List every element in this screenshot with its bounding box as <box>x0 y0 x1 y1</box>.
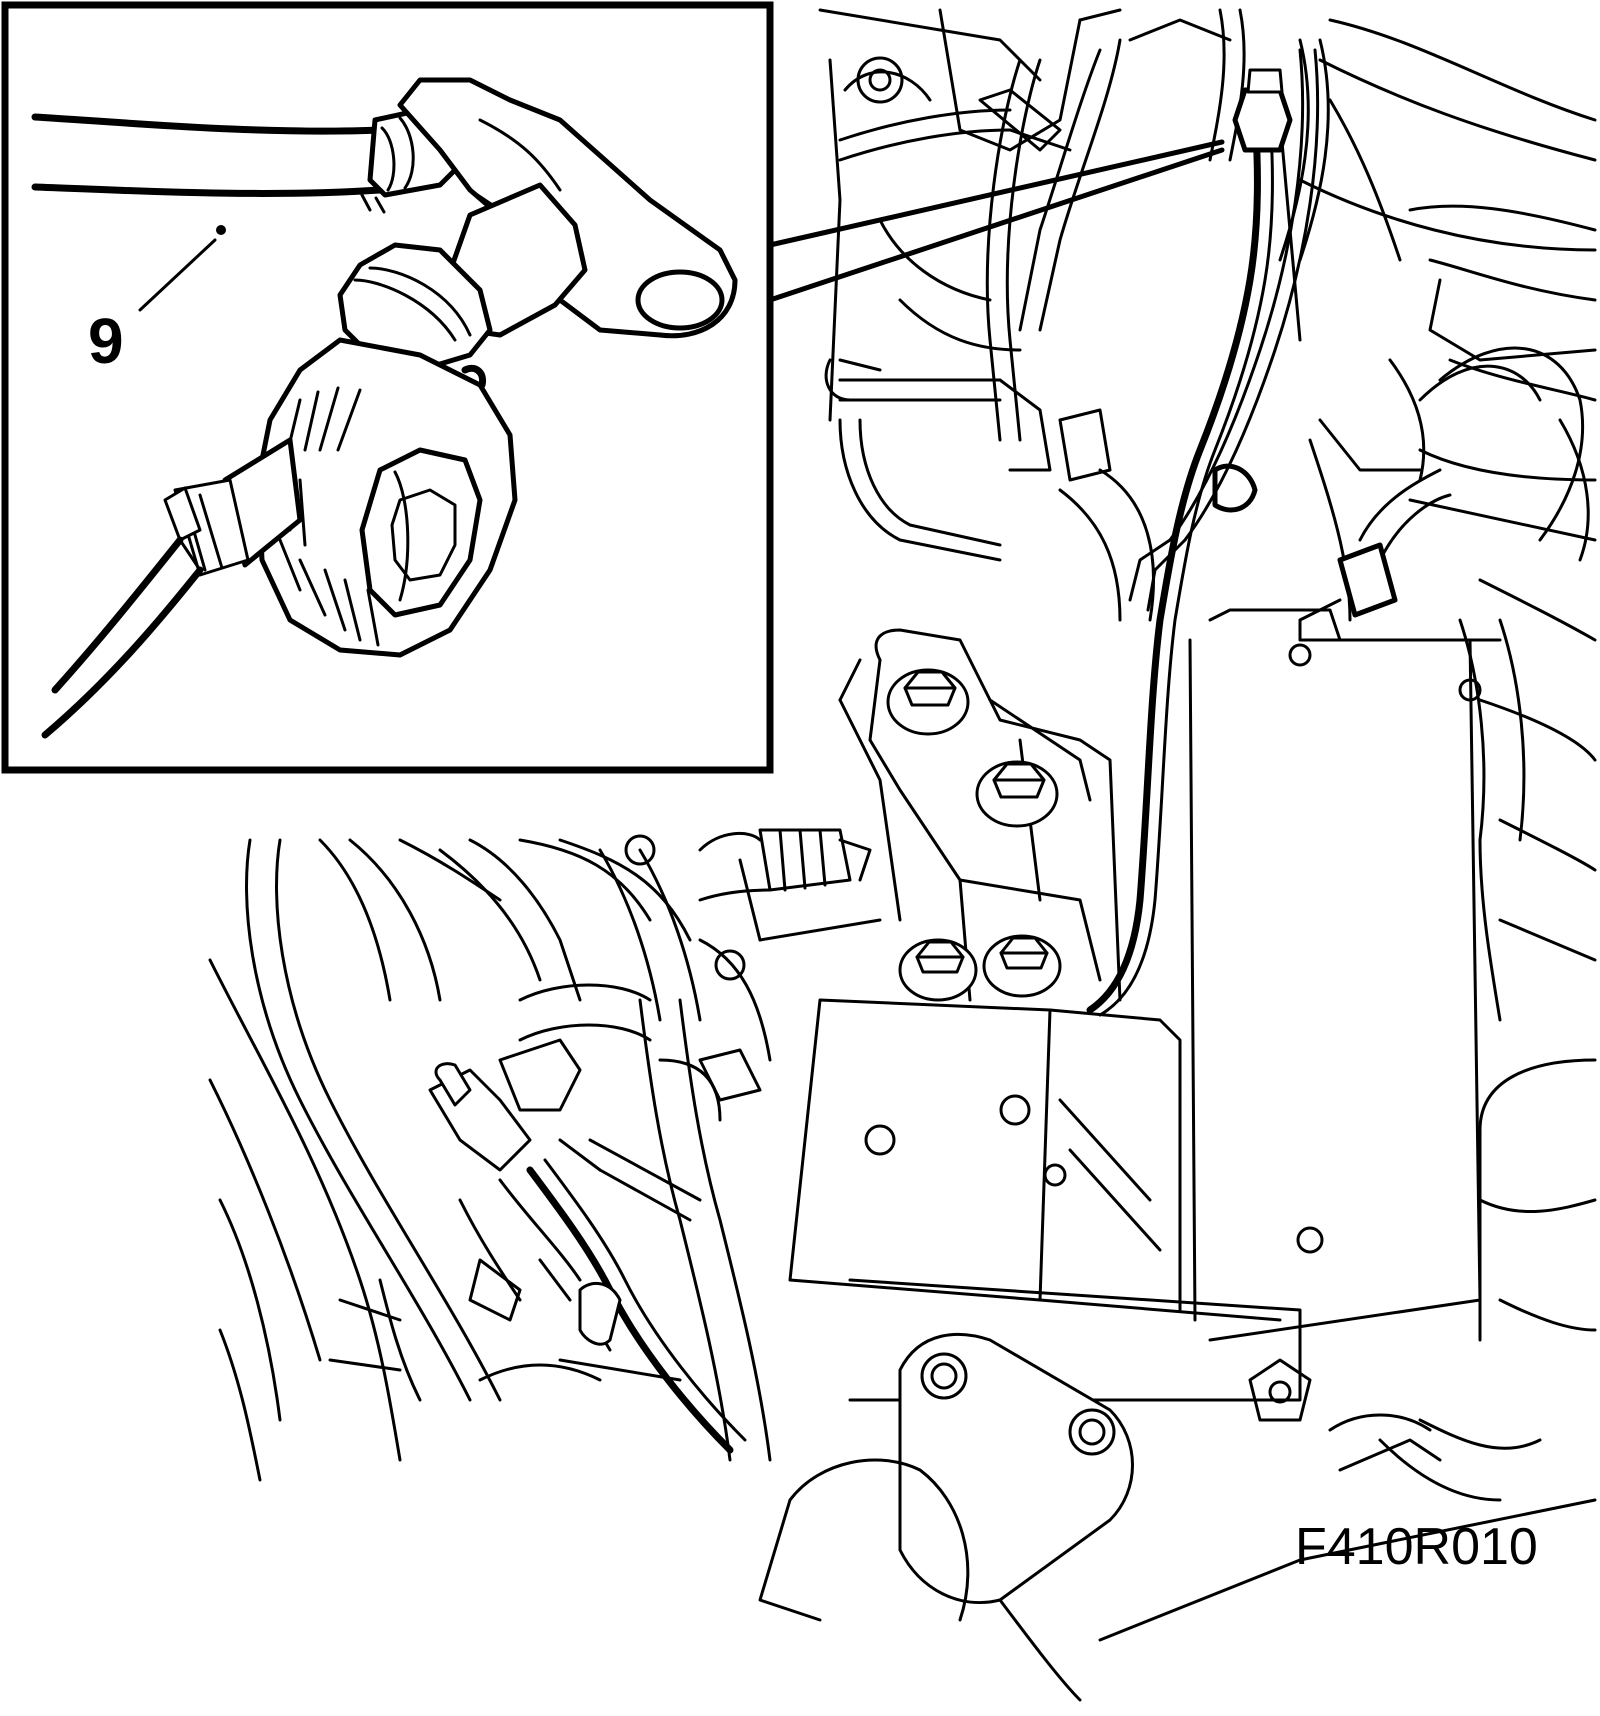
control-unit <box>788 998 1302 1402</box>
engine-mount-bracket <box>838 628 1122 1002</box>
lower-bracket <box>758 1333 1597 1702</box>
canister <box>1478 1058 1597 1342</box>
highlighted-pipe <box>1086 48 1320 1017</box>
engine-bay-view <box>208 8 1597 1702</box>
right-plate <box>1188 608 1482 1342</box>
right-hoses <box>1298 346 1585 1022</box>
detail-pointer <box>767 139 1225 303</box>
fuel-pipes <box>824 8 1330 622</box>
bolt <box>982 934 1062 998</box>
bolt <box>975 760 1059 828</box>
bolt <box>886 668 970 736</box>
callout-number: 9 <box>88 305 124 377</box>
bolt <box>898 938 978 1002</box>
callout-leader <box>138 225 226 312</box>
inset-bracket <box>397 77 738 339</box>
upper-engine-block <box>818 8 1597 962</box>
sensor-connector <box>624 828 882 981</box>
inset-cable <box>41 437 303 739</box>
figure-code: F410R010 <box>1295 1518 1538 1576</box>
detail-inset: 9 <box>1 1 774 774</box>
lower-left-hoses <box>208 838 772 1482</box>
